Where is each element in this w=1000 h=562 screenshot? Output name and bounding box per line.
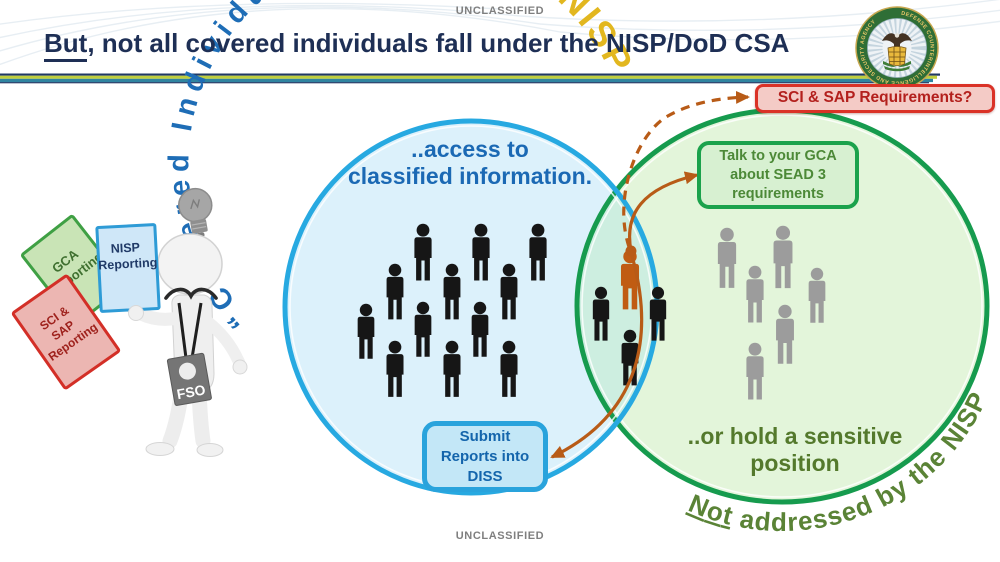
- diss-callout-line1: Submit: [459, 428, 511, 445]
- right-circle-heading: ..or hold a sensitive position: [650, 423, 940, 477]
- figure-head: [157, 233, 223, 295]
- lanyard: [177, 302, 203, 359]
- sci-sap-question-box: SCI & SAP Requirements?: [755, 84, 995, 113]
- diss-callout-line2: Reports into: [440, 448, 530, 465]
- diss-callout-line3: DISS: [467, 468, 503, 485]
- right-heading-line1: ..or hold a sensitive: [687, 423, 903, 449]
- title-rest: , not all covered individuals fall under…: [87, 28, 790, 58]
- classification-banner-top: UNCLASSIFIED: [455, 5, 545, 17]
- figure-hand-left: [128, 305, 144, 321]
- arrow-to-gca-box: [628, 171, 699, 252]
- svg-text:NISP Reporting: NISP Reporting: [97, 239, 158, 272]
- sci-sap-question-label: SCI & SAP Requirements?: [777, 89, 973, 106]
- seal-emblem: [882, 33, 912, 72]
- left-circle-heading: ..access to classified information.: [295, 136, 645, 190]
- left-circle-fill: [285, 121, 657, 493]
- right-heading-line2: position: [750, 450, 840, 476]
- fso-badge: FSO: [166, 352, 212, 406]
- dcsa-seal: DEFENSE COUNTERINTELLIGENCE AND SECURITY…: [855, 6, 939, 90]
- gca-callout-line1: Talk to your GCA: [719, 148, 837, 164]
- paper-nisp: NISP Reporting: [95, 223, 161, 313]
- left-heading-line1: ..access to: [411, 136, 529, 162]
- figure-hand-right: [232, 359, 248, 375]
- gca-callout-line2: about SEAD 3: [730, 167, 826, 183]
- arrow-to-diss-box: [550, 255, 644, 459]
- background-waves: [0, 0, 1000, 66]
- classification-banner-bottom: UNCLASSIFIED: [455, 530, 545, 542]
- right-circle-inner-highlight: [581, 114, 983, 498]
- figure-foot: [196, 443, 224, 457]
- paper-sci-sap: SCI & SAP Reporting: [11, 274, 121, 390]
- figure-arm-left: [134, 307, 185, 326]
- figure-foot: [145, 442, 175, 456]
- fso-figure: FSO GCA Reporting SCI & SAP Reporting NI…: [11, 187, 248, 457]
- paper-nisp-label: Reporting: [98, 255, 158, 272]
- paper-nisp-label: NISP: [110, 240, 140, 255]
- left-heading-line2: classified information.: [347, 163, 593, 189]
- title-emphasis: But: [44, 28, 88, 62]
- gca-callout-box: Talk to your GCA about SEAD 3 requiremen…: [697, 141, 859, 209]
- dashed-arrow-to-question-box: [622, 90, 750, 248]
- connector-arrows: [550, 90, 750, 459]
- title-divider-bar: [0, 73, 940, 84]
- figure-worried-brow: [164, 287, 218, 300]
- fso-badge-label: FSO: [176, 381, 207, 402]
- diss-callout-box: Submit Reports into DISS: [422, 421, 548, 492]
- gca-callout-line3: requirements: [732, 186, 824, 202]
- slide-title: But, not all covered individuals fall un…: [44, 28, 790, 62]
